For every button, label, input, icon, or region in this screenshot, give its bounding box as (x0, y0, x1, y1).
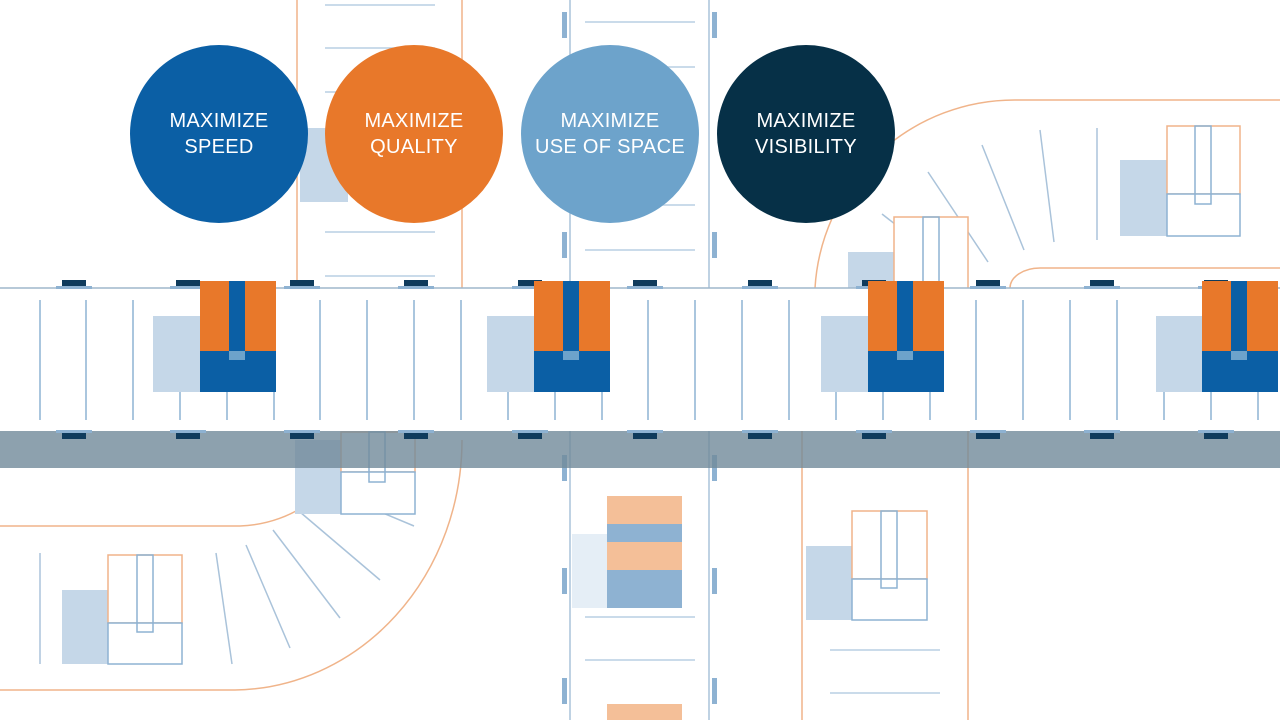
goal-space-line2: USE OF SPACE (535, 136, 685, 158)
upper-center-lane (562, 0, 717, 288)
sorter-unit-3 (821, 281, 944, 392)
goal-space-circle: MAXIMIZE USE OF SPACE (521, 45, 699, 223)
goal-speed-line2: SPEED (184, 136, 254, 158)
goal-speed-line1: MAXIMIZE (169, 110, 269, 132)
upper-right-curve (814, 99, 1280, 290)
goal-space-line1: MAXIMIZE (560, 110, 660, 132)
lower-left-curve (0, 431, 463, 691)
sorter-unit-4 (1156, 281, 1278, 392)
lower-rail-band (0, 430, 1280, 468)
lower-center-lane (562, 431, 717, 720)
goal-visibility-line1: MAXIMIZE (756, 110, 856, 132)
goal-quality-line2: QUALITY (370, 136, 458, 158)
lower-right-lane (801, 431, 969, 720)
goal-visibility-line2: VISIBILITY (755, 136, 857, 158)
goal-visibility-circle: MAXIMIZE VISIBILITY (717, 45, 895, 223)
goal-speed-circle: MAXIMIZE SPEED (130, 45, 308, 223)
sorter-unit-2 (487, 281, 610, 392)
goal-quality-circle: MAXIMIZE QUALITY (325, 45, 503, 223)
goal-quality-line1: MAXIMIZE (364, 110, 464, 132)
sorter-unit-1 (153, 281, 276, 392)
